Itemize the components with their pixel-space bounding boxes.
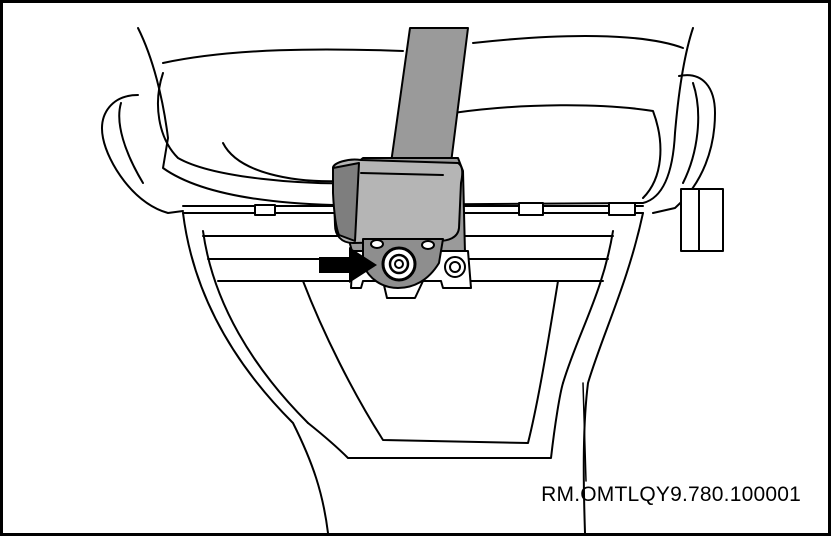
cushion-top-outline xyxy=(137,27,694,206)
base-left-outer xyxy=(182,212,329,533)
left-bolster-outline xyxy=(101,94,184,214)
arrow-right-icon xyxy=(319,247,377,283)
rail-clip-right xyxy=(518,202,544,216)
cushion-right-panel xyxy=(452,104,662,199)
left-bolster-inner xyxy=(118,102,144,184)
right-bolster-inner xyxy=(682,82,700,184)
base-right-inner xyxy=(562,230,614,384)
cushion-crease-upper xyxy=(162,48,404,64)
belt-webbing xyxy=(390,27,469,164)
base-left-inner xyxy=(202,230,309,424)
frame-nut-inner xyxy=(449,261,461,273)
cushion-front-roll xyxy=(157,72,364,185)
seat-base xyxy=(182,212,644,533)
seat-belt-anchor-illustration xyxy=(101,27,724,533)
anchor-slot-right xyxy=(421,240,435,250)
seat-cushion xyxy=(137,27,694,206)
belt-sleeve-front xyxy=(332,158,464,244)
rail-clip-left xyxy=(254,204,276,216)
left-bolster xyxy=(101,94,184,214)
rail-clip-far-right xyxy=(608,202,636,216)
reference-code: RM.OMTLQY9.780.100001 xyxy=(541,483,801,506)
cushion-crease-lower xyxy=(222,142,344,183)
belt-sleeve-shadow xyxy=(332,162,360,242)
base-pan xyxy=(302,280,559,444)
seat-belt xyxy=(332,27,469,256)
anchor-bolt-center xyxy=(394,259,404,269)
callout-arrow xyxy=(319,247,377,283)
right-bolster xyxy=(652,74,724,252)
anchor-slot-left xyxy=(370,239,384,249)
reference-leader-line xyxy=(582,382,587,482)
side-latch xyxy=(680,188,724,252)
belt-fold-line xyxy=(360,172,444,176)
base-right-outer xyxy=(582,212,644,533)
anchor-plate xyxy=(350,238,472,299)
cushion-right-crease xyxy=(472,35,684,49)
base-pan-floor xyxy=(307,382,564,459)
